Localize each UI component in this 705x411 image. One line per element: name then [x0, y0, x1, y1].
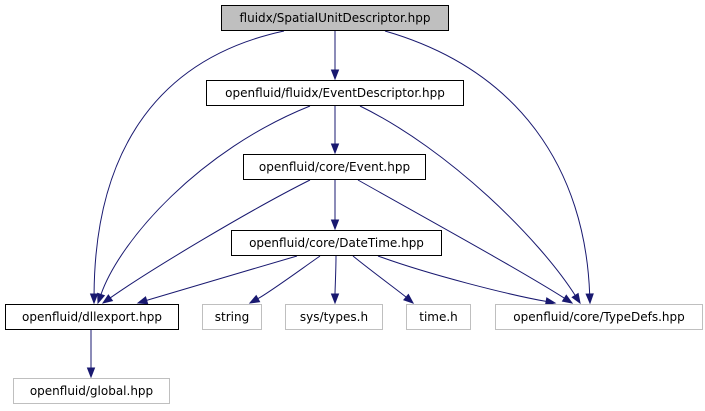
edge-eventdesc-typedefs [359, 105, 576, 296]
arrowhead-root-eventdesc [330, 69, 340, 81]
arrowhead-datetime-time [403, 293, 415, 304]
node-string: string [202, 304, 262, 330]
arrowhead-event-typedefs [561, 294, 574, 304]
edge-root-typedefs [384, 30, 591, 295]
node-sys-types: sys/types.h [285, 304, 383, 330]
arrowhead-eventdesc-event [330, 143, 340, 155]
arrowhead-datetime-dllexport [136, 296, 149, 305]
node-event[interactable]: openfluid/core/Event.hpp [243, 154, 426, 180]
edge-datetime-dllexport [146, 255, 298, 301]
edge-datetime-typedefs [377, 255, 547, 302]
node-typedefs: openfluid/core/TypeDefs.hpp [495, 304, 703, 330]
node-event-descriptor[interactable]: openfluid/fluidx/EventDescriptor.hpp [206, 80, 464, 106]
edge-event-dllexport [110, 179, 311, 299]
edge-datetime-time [352, 255, 407, 298]
edge-eventdesc-dllexport [100, 105, 311, 295]
edge-root-dllexport [93, 30, 285, 295]
node-dllexport[interactable]: openfluid/dllexport.hpp [5, 304, 179, 330]
edge-datetime-systypes [334, 255, 337, 295]
arrowhead-dllexport-global [86, 367, 96, 379]
node-root[interactable]: fluidx/SpatialUnitDescriptor.hpp [221, 5, 449, 31]
edge-event-typedefs [357, 179, 565, 299]
arrowhead-event-dllexport [101, 294, 114, 304]
arrowhead-datetime-systypes [330, 293, 340, 305]
arrowhead-root-dllexport [89, 293, 99, 305]
node-global: openfluid/global.hpp [13, 378, 170, 404]
arrowhead-root-typedefs [585, 293, 594, 305]
node-time: time.h [406, 304, 471, 330]
edge-datetime-string [257, 255, 321, 300]
arrowhead-event-datetime [330, 219, 340, 231]
arrowhead-datetime-string [248, 294, 261, 304]
arrowhead-eventdesc-dllexport [97, 292, 106, 305]
node-datetime[interactable]: openfluid/core/DateTime.hpp [231, 230, 442, 256]
arrowhead-datetime-typedefs [544, 297, 557, 306]
arrowhead-eventdesc-typedefs [571, 292, 581, 305]
